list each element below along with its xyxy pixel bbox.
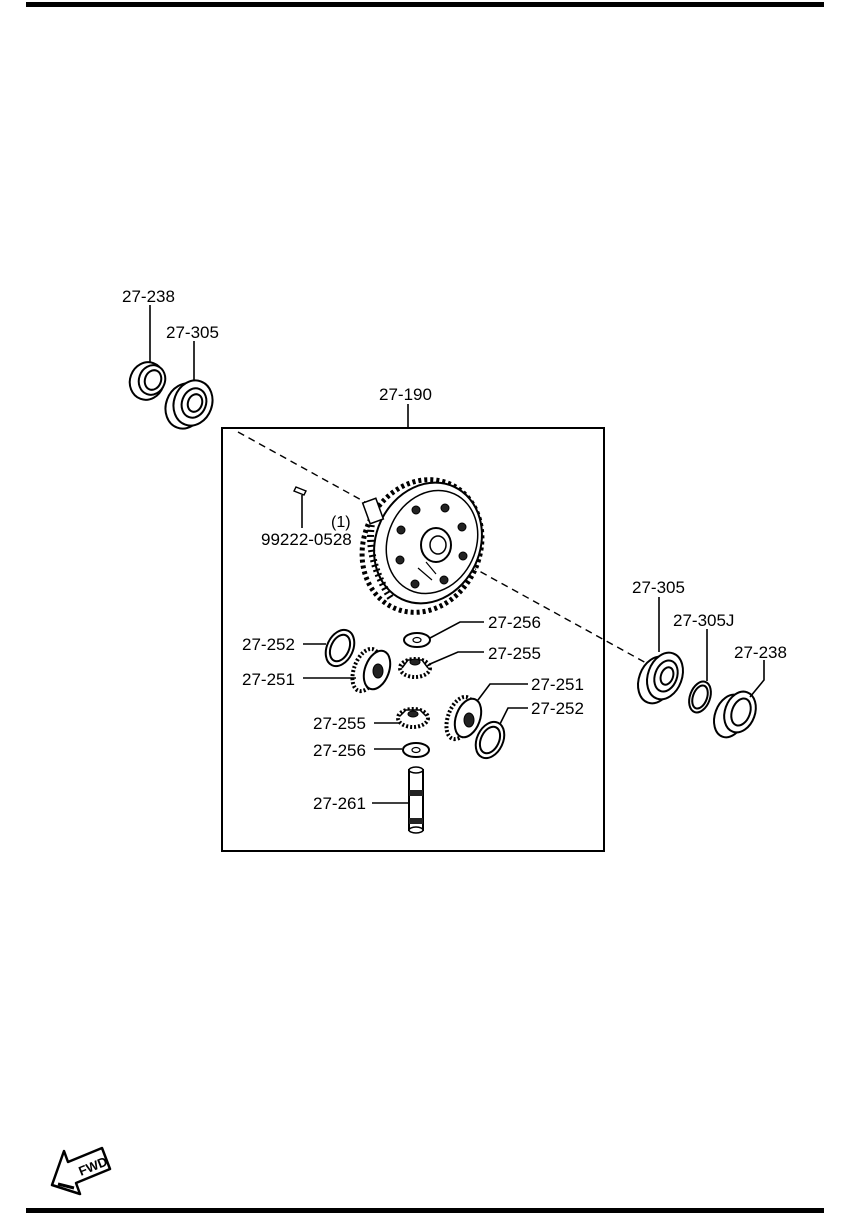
label-bearing-seal-right: 27-238: [734, 643, 787, 662]
bearing-seal-left: [128, 361, 167, 401]
leader-pinion-gear-top: [429, 651, 484, 665]
pinion-shaft: [408, 766, 424, 834]
label-bearing-right: 27-305: [632, 578, 685, 597]
label-washer-side-right: 27-252: [531, 699, 584, 718]
label-pinion-gear-top: 27-255: [488, 644, 541, 663]
leader-bearing-seal-right: [749, 660, 765, 698]
pinion-gear-top: [398, 657, 432, 679]
side-gear-right: [444, 694, 483, 742]
washer-side-right: [474, 720, 506, 760]
leader-pinion-washer-top: [429, 621, 484, 639]
label-pinion-washer-bottom: 27-256: [313, 741, 366, 760]
pinion-gear-bottom: [396, 707, 430, 729]
label-pin: 99222-0528: [261, 530, 352, 549]
bearing-right: [637, 651, 684, 705]
pinion-washer-bottom: [402, 742, 430, 758]
ring-gear-case: [359, 477, 485, 615]
bearing-seal-right: [713, 690, 757, 739]
side-gear-left: [350, 646, 392, 694]
label-bearing-left: 27-305: [166, 323, 219, 342]
pinion-washer-top: [403, 632, 431, 648]
shim-right: [688, 680, 712, 714]
top-border-rule: [26, 2, 824, 7]
washer-side-left: [324, 628, 356, 668]
axis-dashed-line: [237, 431, 366, 503]
leader-washer-side-right: [499, 707, 528, 725]
label-pinion-gear-bottom: 27-255: [313, 714, 366, 733]
label-bearing-seal-left: 27-238: [122, 287, 175, 306]
leader-side-gear-right: [477, 683, 528, 701]
label-pinion-shaft: 27-261: [313, 794, 366, 813]
label-side-gear-right: 27-251: [531, 675, 584, 694]
label-case-assembly: 27-190: [379, 385, 432, 404]
label-side-gear-left: 27-251: [242, 670, 295, 689]
label-shim-right: 27-305J: [673, 611, 734, 630]
label-washer-side-left: 27-252: [242, 635, 295, 654]
label-pin-qty: (1): [331, 514, 351, 531]
bearing-left: [164, 379, 214, 430]
case-assembly-frame: [221, 427, 605, 852]
axis-dashed-line-2: [469, 565, 649, 665]
fwd-arrow-icon: FWD: [50, 1146, 112, 1196]
label-pinion-washer-top: 27-256: [488, 613, 541, 632]
bottom-border-rule: [26, 1208, 824, 1213]
pin-part: [293, 486, 307, 496]
